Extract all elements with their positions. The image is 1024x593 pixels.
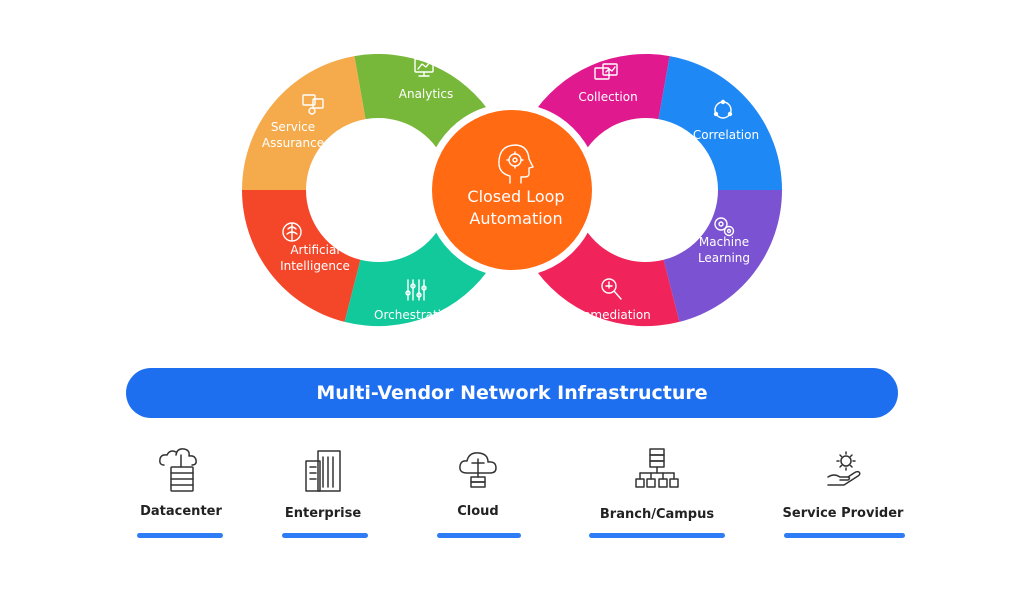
branch-campus-accent-bar bbox=[589, 533, 725, 538]
datacenter-accent-bar bbox=[137, 533, 223, 538]
branch-campus-label: Branch/Campus bbox=[599, 507, 715, 522]
analytics-icon bbox=[414, 58, 434, 77]
label-line: Machine bbox=[699, 235, 749, 249]
ai-brain-icon bbox=[282, 222, 302, 242]
segment-machine-learning[interactable] bbox=[663, 190, 782, 322]
cloud-accent-bar bbox=[437, 533, 521, 538]
enterprise-accent-bar bbox=[282, 533, 368, 538]
multi-vendor-network-infrastructure-banner: Multi-Vendor Network Infrastructure bbox=[126, 368, 898, 418]
segment-collection-label: Collection bbox=[578, 90, 637, 104]
segment-analytics-label: Analytics bbox=[399, 87, 454, 101]
label-line: Orchestration bbox=[374, 308, 456, 322]
branch-campus-item[interactable]: Branch/Campus bbox=[577, 447, 737, 547]
enterprise-building-icon bbox=[305, 450, 341, 492]
correlation-icon bbox=[713, 99, 733, 119]
segment-correlation-label: Correlation bbox=[693, 128, 759, 142]
wrench-icon bbox=[601, 278, 622, 300]
collection-icon bbox=[594, 63, 618, 80]
segment-orchestration-label: Orchestration bbox=[374, 308, 456, 322]
service-provider-item[interactable]: Service Provider bbox=[763, 447, 923, 547]
sliders-icon bbox=[405, 279, 427, 301]
label-line: Assurance bbox=[262, 136, 324, 150]
closed-loop-automation-hub[interactable] bbox=[432, 110, 592, 270]
cloud-label: Cloud bbox=[457, 504, 499, 519]
label-line: Remediation bbox=[575, 308, 651, 322]
datacenter-icon bbox=[159, 448, 197, 492]
service-assurance-icon bbox=[302, 94, 324, 115]
right-loop bbox=[530, 53, 783, 327]
gears-icon bbox=[714, 217, 735, 237]
label-line: Intelligence bbox=[280, 259, 350, 273]
enterprise-item[interactable]: Enterprise bbox=[243, 447, 403, 547]
enterprise-label: Enterprise bbox=[284, 506, 362, 521]
label-line: Learning bbox=[698, 251, 750, 265]
label-line: Artificial bbox=[290, 243, 339, 257]
service-provider-icon bbox=[827, 451, 861, 486]
head-gear-icon bbox=[498, 144, 534, 184]
label-line: Closed Loop bbox=[467, 187, 564, 206]
datacenter-label: Datacenter bbox=[140, 504, 222, 519]
segment-remediation-label: Remediation bbox=[575, 308, 651, 322]
cloud-icon bbox=[459, 452, 497, 488]
cloud-item[interactable]: Cloud bbox=[398, 447, 558, 547]
label-line: Correlation bbox=[693, 128, 759, 142]
label-line: Collection bbox=[578, 90, 637, 104]
service-provider-accent-bar bbox=[784, 533, 905, 538]
branch-campus-icon bbox=[635, 448, 679, 488]
datacenter-item[interactable]: Datacenter bbox=[101, 447, 261, 547]
segment-service-assurance[interactable] bbox=[242, 56, 366, 190]
service-provider-label: Service Provider bbox=[782, 506, 904, 521]
segment-artificial-intelligence[interactable] bbox=[241, 190, 361, 322]
segment-correlation[interactable] bbox=[658, 56, 783, 190]
label-line: Analytics bbox=[399, 87, 454, 101]
label-line: Automation bbox=[469, 209, 562, 228]
label-line: Service bbox=[271, 120, 315, 134]
